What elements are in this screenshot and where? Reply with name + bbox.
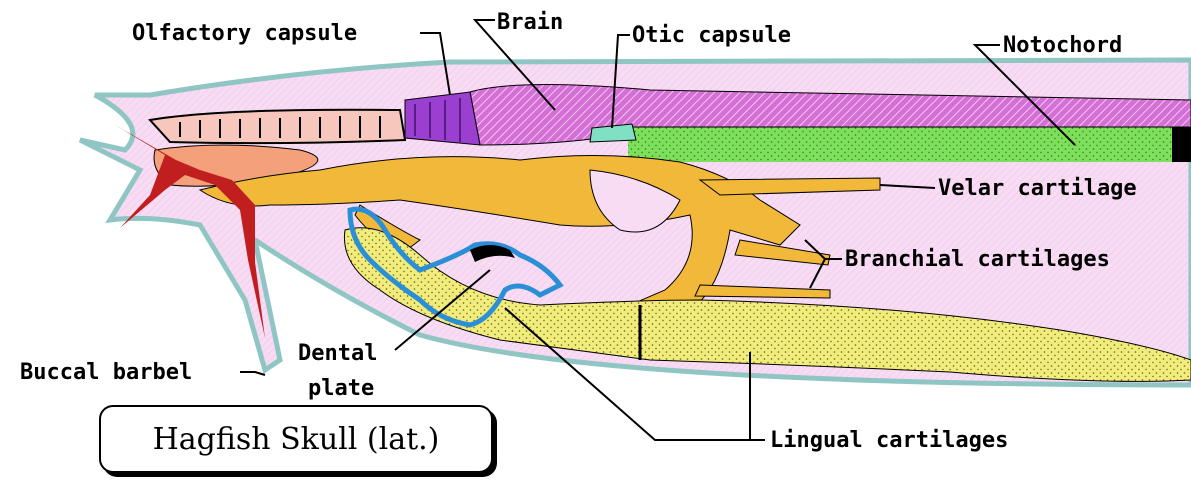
label-lingual-cartilages: Lingual cartilages bbox=[770, 430, 1008, 452]
label-notochord: Notochord bbox=[1003, 35, 1122, 57]
diagram-title: Hagfish Skull (lat.) bbox=[153, 422, 440, 457]
label-otic-capsule: Otic capsule bbox=[632, 25, 791, 47]
olfactory-capsule-shape bbox=[405, 92, 480, 145]
label-plate: plate bbox=[308, 378, 374, 400]
leader-buccal bbox=[240, 372, 265, 375]
nasal-tube-shape bbox=[150, 110, 405, 143]
label-velar-cartilage: Velar cartilage bbox=[938, 178, 1137, 200]
label-branchial-cartilages: Branchial cartilages bbox=[845, 249, 1110, 271]
label-dental: Dental bbox=[298, 343, 377, 365]
title-box: Hagfish Skull (lat.) bbox=[99, 405, 493, 473]
label-olfactory-capsule: Olfactory capsule bbox=[132, 23, 357, 45]
label-brain: Brain bbox=[497, 12, 563, 34]
label-buccal-barbel: Buccal barbel bbox=[20, 362, 192, 384]
